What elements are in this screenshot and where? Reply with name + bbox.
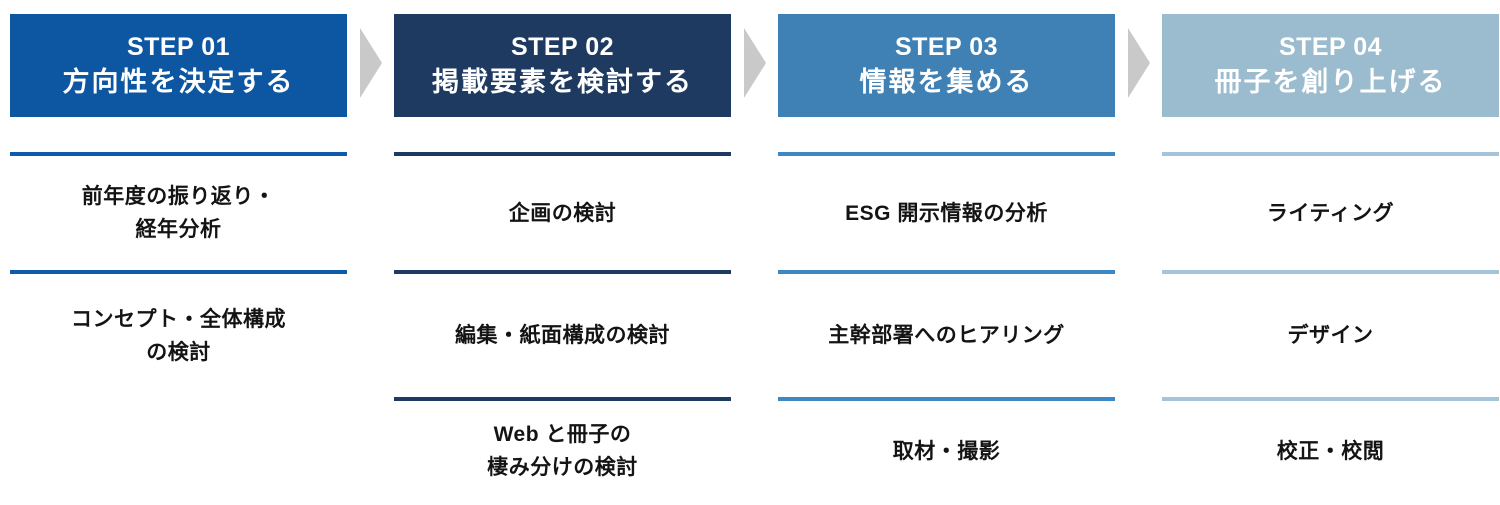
item-text-line: コンセプト・全体構成 <box>71 307 286 331</box>
step-04-title: 冊子を創り上げる <box>1214 66 1447 97</box>
step-04-label: STEP 04 <box>1278 33 1383 62</box>
item-text-line: デザイン <box>1287 324 1374 347</box>
step-03-title: 情報を集める <box>859 66 1034 97</box>
step-03-item-1: ESG 開示情報の分析 <box>778 152 1115 270</box>
arrow-right-icon <box>1127 28 1150 98</box>
item-text-line: ライティング <box>1266 201 1395 225</box>
item-text-line: ESG 開示情報の分析 <box>845 201 1048 225</box>
step-04-item-3: 校正・校閲 <box>1162 397 1499 501</box>
step-02-item-1: 企画の検討 <box>394 152 731 270</box>
item-text-line: 経年分析 <box>135 218 222 241</box>
arrow-gap-2 <box>731 14 778 501</box>
step-01-title: 方向性を決定する <box>62 66 295 97</box>
item-text-line: 主幹部署へのヒアリング <box>828 324 1065 347</box>
step-01-header: STEP 01 方向性を決定する <box>10 14 347 117</box>
step-02-label: STEP 02 <box>510 33 615 62</box>
step-04-header: STEP 04 冊子を創り上げる <box>1162 14 1499 117</box>
step-02-header: STEP 02 掲載要素を検討する <box>394 14 731 117</box>
arrow-gap-1 <box>347 14 394 501</box>
step-01-item-2: コンセプト・全体構成 の検討 <box>10 270 347 397</box>
step-column-04: STEP 04 冊子を創り上げる ライティング デザイン 校正・校閲 <box>1162 14 1499 501</box>
item-text-line: 校正・校閲 <box>1276 439 1385 463</box>
step-column-01: STEP 01 方向性を決定する 前年度の振り返り・ 経年分析 コンセプト・全体… <box>10 14 347 501</box>
item-text-line: 棲み分けの検討 <box>487 456 638 479</box>
step-04-item-2: デザイン <box>1162 270 1499 397</box>
item-text-line: Web と冊子の <box>493 423 632 446</box>
step-03-items: ESG 開示情報の分析 主幹部署へのヒアリング 取材・撮影 <box>778 152 1115 501</box>
step-02-items: 企画の検討 編集・紙面構成の検討 Web と冊子の 棲み分けの検討 <box>394 152 731 501</box>
item-text-line: 企画の検討 <box>508 201 617 225</box>
step-04-item-1: ライティング <box>1162 152 1499 270</box>
step-column-03: STEP 03 情報を集める ESG 開示情報の分析 主幹部署へのヒアリング 取… <box>778 14 1115 501</box>
step-02-title: 掲載要素を検討する <box>432 66 693 97</box>
step-02-item-2: 編集・紙面構成の検討 <box>394 270 731 397</box>
item-text-line: の検討 <box>146 340 211 364</box>
arrow-right-icon <box>743 28 766 98</box>
arrow-right-icon <box>359 28 382 98</box>
item-text-line: 編集・紙面構成の検討 <box>455 324 670 347</box>
step-01-label: STEP 01 <box>126 33 231 62</box>
step-01-items: 前年度の振り返り・ 経年分析 コンセプト・全体構成 の検討 <box>10 152 347 397</box>
step-04-items: ライティング デザイン 校正・校閲 <box>1162 152 1499 501</box>
step-02-item-3: Web と冊子の 棲み分けの検討 <box>394 397 731 501</box>
step-01-item-1: 前年度の振り返り・ 経年分析 <box>10 152 347 270</box>
step-03-header: STEP 03 情報を集める <box>778 14 1115 117</box>
step-03-item-2: 主幹部署へのヒアリング <box>778 270 1115 397</box>
item-text-line: 前年度の振り返り・ <box>81 185 276 208</box>
step-03-label: STEP 03 <box>894 33 999 62</box>
item-text-line: 取材・撮影 <box>892 439 1001 463</box>
arrow-gap-3 <box>1115 14 1162 501</box>
step-03-item-3: 取材・撮影 <box>778 397 1115 501</box>
step-column-02: STEP 02 掲載要素を検討する 企画の検討 編集・紙面構成の検討 Web と… <box>394 14 731 501</box>
